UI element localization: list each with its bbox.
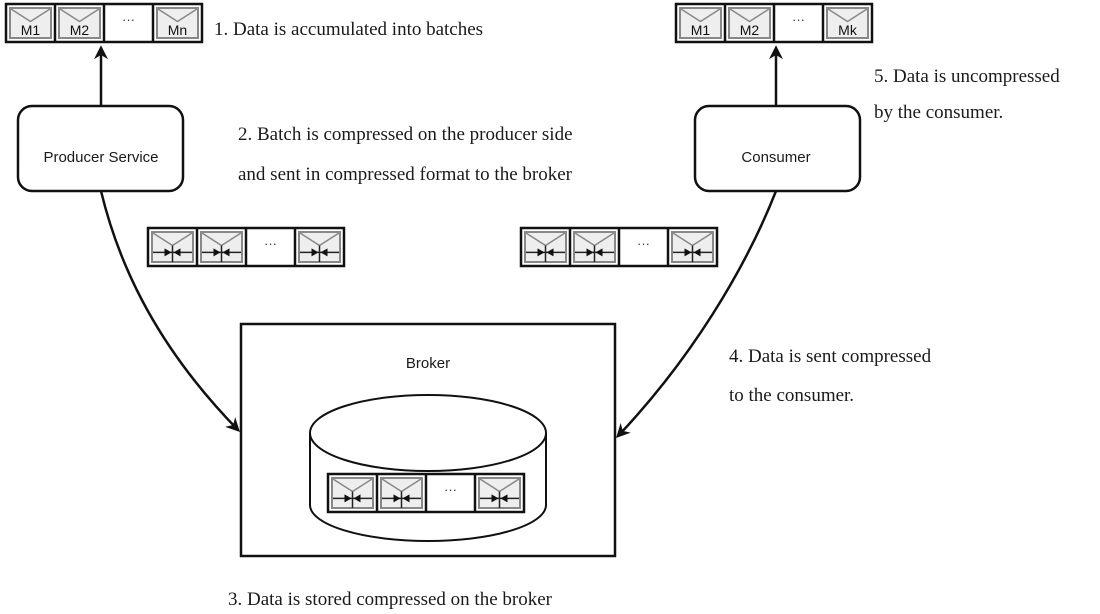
compressed-message-icon xyxy=(671,231,714,263)
batch-ellipsis: ··· xyxy=(637,236,650,251)
message-envelope-icon: Mk xyxy=(826,7,869,39)
compressed-message-icon xyxy=(200,231,243,263)
message-envelope-icon: M1 xyxy=(9,7,52,39)
step-2-text-line-1: 2. Batch is compressed on the producer s… xyxy=(238,124,573,145)
message-envelope-icon: M2 xyxy=(58,7,101,39)
step-4-text-line-2: to the consumer. xyxy=(729,385,854,406)
batch-ellipsis: ··· xyxy=(444,482,457,497)
consumer-output-batch: M1 M2 ··· Mk xyxy=(674,2,874,44)
message-label: Mk xyxy=(838,22,858,38)
consumer-node[interactable]: Consumer xyxy=(693,104,862,193)
message-envelope-icon: M1 xyxy=(679,7,722,39)
message-label: M2 xyxy=(740,22,760,38)
in-transit-batch-to-broker: ··· xyxy=(146,226,346,268)
compressed-message-icon xyxy=(478,477,521,509)
consumer-to-broker-arrow xyxy=(616,190,778,439)
broker-label: Broker xyxy=(406,355,450,372)
compressed-message-icon xyxy=(380,477,423,509)
compressed-message-icon xyxy=(151,231,194,263)
message-envelope-icon: M2 xyxy=(728,7,771,39)
producer-to-broker-arrow xyxy=(99,190,240,433)
batch-ellipsis: ··· xyxy=(122,12,135,27)
in-transit-batch-to-consumer: ··· xyxy=(519,226,719,268)
message-label: M1 xyxy=(691,22,711,38)
step-5-text-line-2: by the consumer. xyxy=(874,102,1003,123)
compressed-message-icon xyxy=(524,231,567,263)
broker-node[interactable]: Broker ··· xyxy=(239,322,617,558)
producer-service-label: Producer Service xyxy=(43,149,158,166)
compressed-message-icon xyxy=(573,231,616,263)
compressed-message-icon xyxy=(298,231,341,263)
step-3-text: 3. Data is stored compressed on the brok… xyxy=(228,589,553,610)
step-2-text-line-2: and sent in compressed format to the bro… xyxy=(238,164,573,185)
broker-storage-cylinder xyxy=(309,394,547,542)
message-envelope-icon: Mn xyxy=(156,7,199,39)
compressed-message-icon xyxy=(331,477,374,509)
batch-ellipsis: ··· xyxy=(792,12,805,27)
step-4-text-line-1: 4. Data is sent compressed xyxy=(729,346,932,367)
stored-batch: ··· xyxy=(326,472,526,514)
step-1-text: 1. Data is accumulated into batches xyxy=(214,19,483,40)
consumer-label: Consumer xyxy=(741,149,810,166)
message-label: M2 xyxy=(70,22,90,38)
producer-output-batch: M1 M2 ··· Mn xyxy=(4,2,204,44)
producer-service-node[interactable]: Producer Service xyxy=(16,104,185,193)
message-label: M1 xyxy=(21,22,41,38)
step-5-text-line-1: 5. Data is uncompressed xyxy=(874,66,1060,87)
batch-ellipsis: ··· xyxy=(264,236,277,251)
message-label: Mn xyxy=(168,22,187,38)
